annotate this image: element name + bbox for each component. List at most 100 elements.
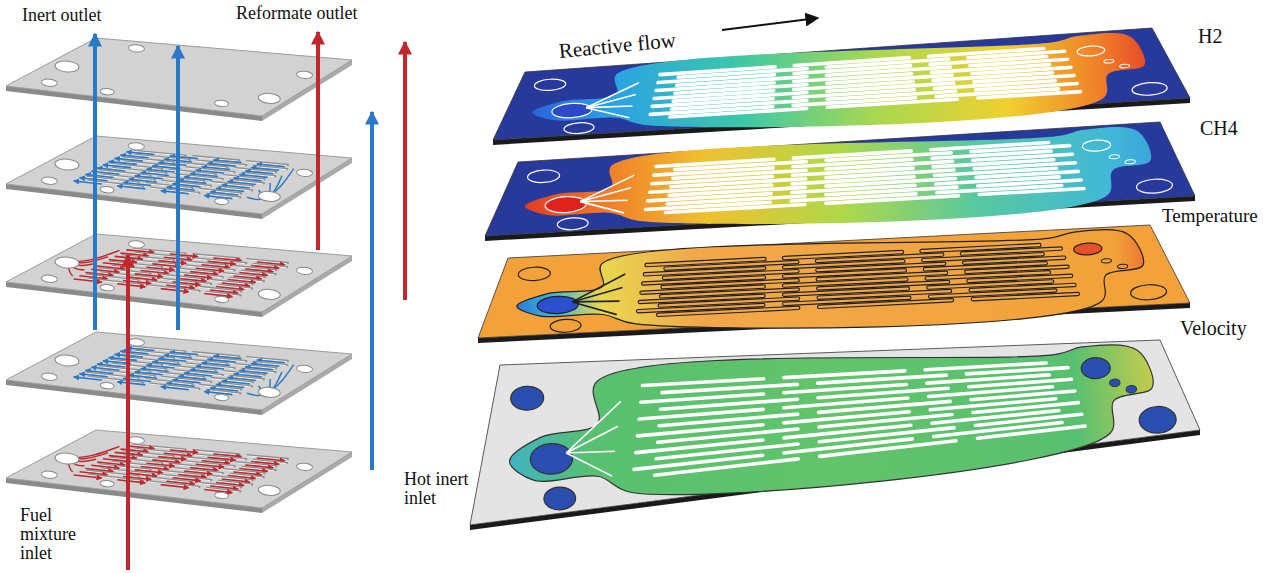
channel-slot [969,276,1071,281]
port-hole [557,217,588,231]
port-hole [1132,81,1168,96]
port-hole [55,452,80,465]
channel-slot [670,109,807,117]
port-hole [296,71,313,80]
port-hole [214,296,228,303]
port-hole [296,169,313,178]
field-plate [485,122,1195,241]
port-hole [510,386,544,411]
port-hole [545,195,587,213]
channel-slot [655,459,798,475]
channel-slot [968,51,1065,58]
inlet-branch [586,94,636,107]
figure-label: H2 [1198,26,1222,47]
plate-stack [6,32,405,570]
plate-face [493,28,1190,140]
port-hole [41,176,58,185]
channel-slot [964,258,1064,263]
plate-face [478,225,1190,338]
channel-slot [656,444,798,459]
inlet-branch [580,188,631,202]
flow-streamline [117,284,145,287]
port-hole [214,394,228,401]
channel-slot [827,99,957,107]
channel-slot [969,379,1072,386]
inlet-branch [580,175,634,201]
channel-slot [962,249,1061,254]
channel-slot [641,394,764,402]
port-flow-arrow [316,32,320,250]
figure-label: CH4 [1200,118,1238,139]
channel-slot [819,415,952,428]
port-hole [1109,379,1120,387]
port-hole [1120,64,1130,68]
channel-slot [784,371,905,378]
flow-field [525,127,1151,224]
field-plate [493,28,1190,145]
channel-slot [975,414,1081,425]
plate-face [6,332,352,410]
channel-rib [150,384,199,389]
flow-field [510,345,1154,495]
channel-slot [966,267,1067,272]
port-hole [214,492,228,499]
port-hole [1104,59,1114,63]
channel-slot [971,285,1075,290]
channel-slot [971,146,1070,152]
flow-streamline [117,186,145,189]
channel-slot [658,308,798,315]
port-flow-arrow [403,42,407,300]
port-hole [296,463,313,472]
port-hole [1081,357,1111,379]
channel-slot [634,455,762,469]
channel-slot [974,75,1074,81]
inlet-branch [572,288,622,302]
port-hole [537,295,579,314]
port-hole [1101,258,1111,263]
inlet-branch [586,108,629,118]
channel-slot [658,308,798,315]
port-flow-arrow [93,34,97,330]
port-hole [41,274,58,283]
channel-slot [976,171,1078,177]
port-hole [564,122,595,135]
flow-direction-arrow [722,18,818,30]
channel-slot [819,300,952,307]
channel-slot [966,267,1067,272]
channel-slot [661,399,798,409]
channel-slot [978,92,1081,98]
channel-slot [662,384,797,392]
channel-rib [88,475,142,481]
channel-slot [978,426,1086,438]
port-hole [296,267,313,276]
channel-groove [151,384,200,389]
port-hole [527,169,560,183]
port-hole [543,486,576,510]
port-hole [1136,178,1173,194]
port-hole [258,387,281,399]
channel-slot [658,429,798,442]
port-hole [1126,385,1137,393]
port-hole [100,88,114,95]
channel-slot [974,163,1075,169]
port-hole [258,191,281,203]
port-hole [128,436,145,445]
port-hole [530,443,573,475]
port-hole [1082,139,1111,152]
channel-slot [979,189,1084,195]
port-hole [296,365,313,374]
channel-slot [972,67,1071,73]
stack-plate [6,332,352,415]
flow-streamline [117,382,145,385]
simulation-plates [470,28,1200,530]
channel-slot [970,59,1068,65]
channel-rib [150,188,199,193]
port-hole [550,319,581,333]
channel-slot [665,205,805,213]
port-hole [128,142,145,151]
figure-label: Reactive flow [558,29,677,62]
flow-streamline [74,279,102,282]
plate-face [485,122,1195,236]
port-hole [258,289,281,301]
inlet-branch [572,300,620,302]
